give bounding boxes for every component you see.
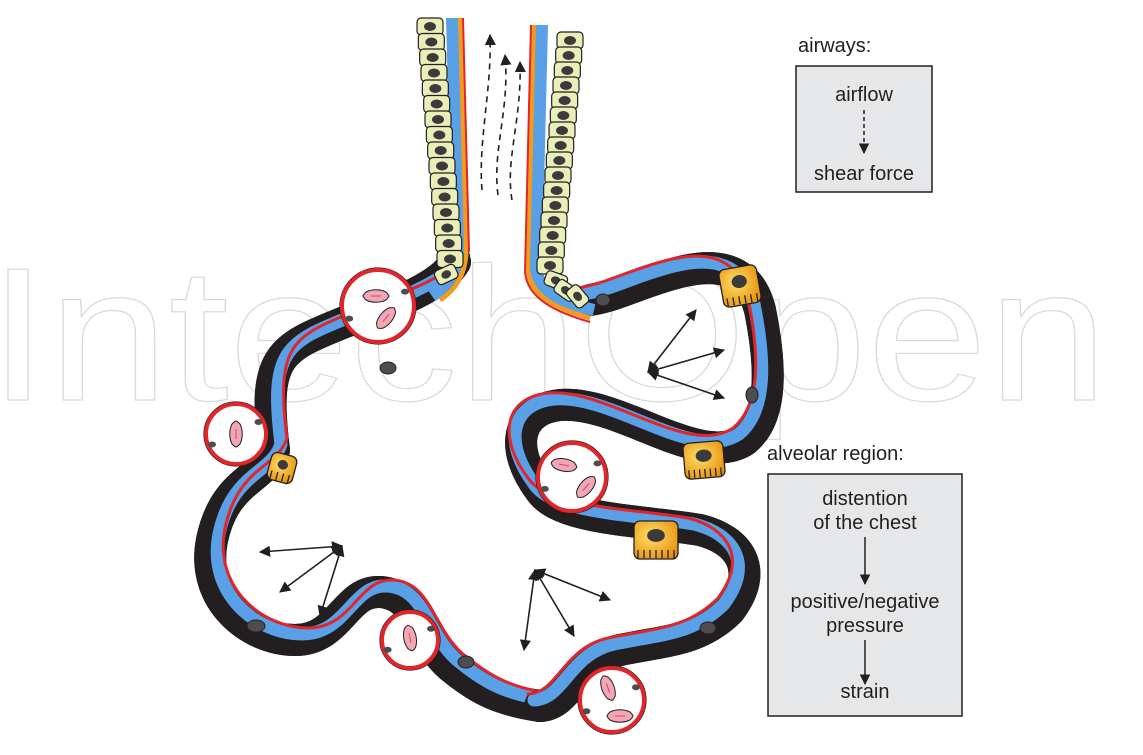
alveolar-legend: alveolar region: distention of the chest… [767,443,962,716]
epithelial-cell [426,127,452,144]
epithelial-cell [429,158,455,175]
alveolar-step-distention-1: distention [822,488,908,510]
airways-step-shear-force: shear force [814,163,914,185]
alveolar-heading: alveolar region: [767,443,904,465]
erythrocyte [363,290,389,303]
alveolar-step-pressure-2: pressure [826,615,904,637]
airways-heading: airways: [798,35,871,57]
type-2-cell [683,440,726,479]
erythrocyte [607,710,633,723]
epithelial-cell [422,80,448,97]
alveolar-step-strain: strain [841,681,890,703]
epithelial-cell [428,142,454,159]
epithelial-cell [425,111,451,128]
erythrocyte [230,421,243,447]
airways-legend: airways: airflow shear force [796,35,932,192]
epithelial-cell [430,173,456,190]
capillary [536,441,608,513]
epithelial-cell [436,235,462,252]
capillary [578,666,646,734]
epithelial-cell [418,34,444,51]
type-2-cell [718,264,762,308]
epithelial-cell [434,220,460,237]
capillary [380,610,440,670]
type-2-cell [634,521,678,559]
epithelial-cell [433,204,459,221]
epithelial-cell [421,65,447,82]
epithelial-cell [420,49,446,66]
alveolar-step-pressure-1: positive/negative [791,591,940,613]
epithelial-cell [432,189,458,206]
capillary [204,402,268,466]
alveolar-step-distention-2: of the chest [813,512,917,534]
epithelial-cell [424,96,450,113]
airways-step-airflow: airflow [835,84,893,106]
capillary [340,268,416,344]
airflow-arrows [481,35,520,200]
epithelial-cell [417,18,443,35]
